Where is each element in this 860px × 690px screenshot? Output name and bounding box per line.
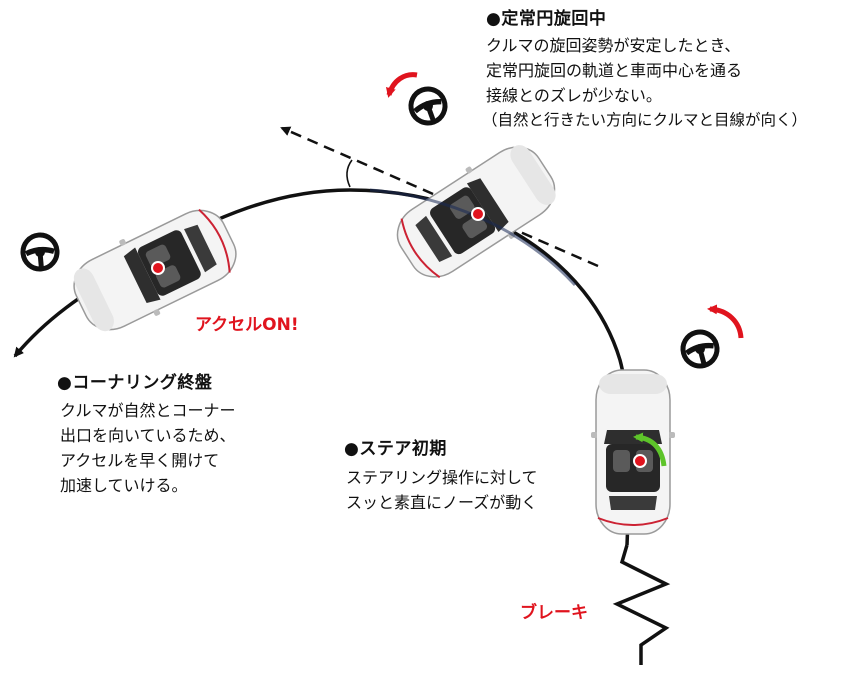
- nose-turn-arrow-icon: [633, 432, 667, 467]
- late-text: クルマが自然とコーナー 出口を向いているため、 アクセルを早く開けて 加速してい…: [60, 398, 236, 498]
- steady-line-1: クルマの旋回姿勢が安定したとき、: [486, 36, 741, 55]
- early-line-2: スッと素直にノーズが動く: [346, 493, 538, 512]
- late-line-1: クルマが自然とコーナー: [60, 401, 236, 420]
- steady-title: ●定常円旋回中: [486, 9, 607, 29]
- brake-zigzag: [612, 544, 671, 665]
- late-line-2: 出口を向いているため、: [60, 426, 236, 445]
- steady-line-4: （自然と行きたい方向にクルマと目線が向く）: [482, 111, 808, 129]
- late-line-4: 加速していける。: [60, 476, 188, 495]
- center-of-mass-dot-icon: [151, 207, 647, 468]
- steering-wheel-icon: [679, 328, 721, 370]
- rotation-arrow-icon: [707, 304, 744, 339]
- early-title: ●ステア初期: [344, 439, 447, 459]
- steering-wheel-icon: [22, 234, 59, 271]
- brake-label: ブレーキ: [520, 603, 588, 623]
- early-line-1: ステアリング操作に対して: [346, 468, 538, 487]
- steady-line-3: 接線とのズレが少ない。: [486, 86, 662, 105]
- angle-arc: [346, 159, 353, 188]
- late-title: ●コーナリング終盤: [57, 373, 213, 393]
- early-text: ステアリング操作に対して スッと素直にノーズが動く: [346, 465, 538, 515]
- steady-text: クルマの旋回姿勢が安定したとき、 定常円旋回の軌道と車両中心を通る 接線とのズレ…: [482, 33, 807, 133]
- late-line-3: アクセルを早く開けて: [60, 451, 220, 470]
- steady-line-2: 定常円旋回の軌道と車両中心を通る: [486, 61, 743, 80]
- accel-on-label: アクセルON!: [195, 315, 299, 335]
- steering-wheel-icon: [406, 84, 450, 128]
- rotation-arrow-icon: [385, 72, 418, 98]
